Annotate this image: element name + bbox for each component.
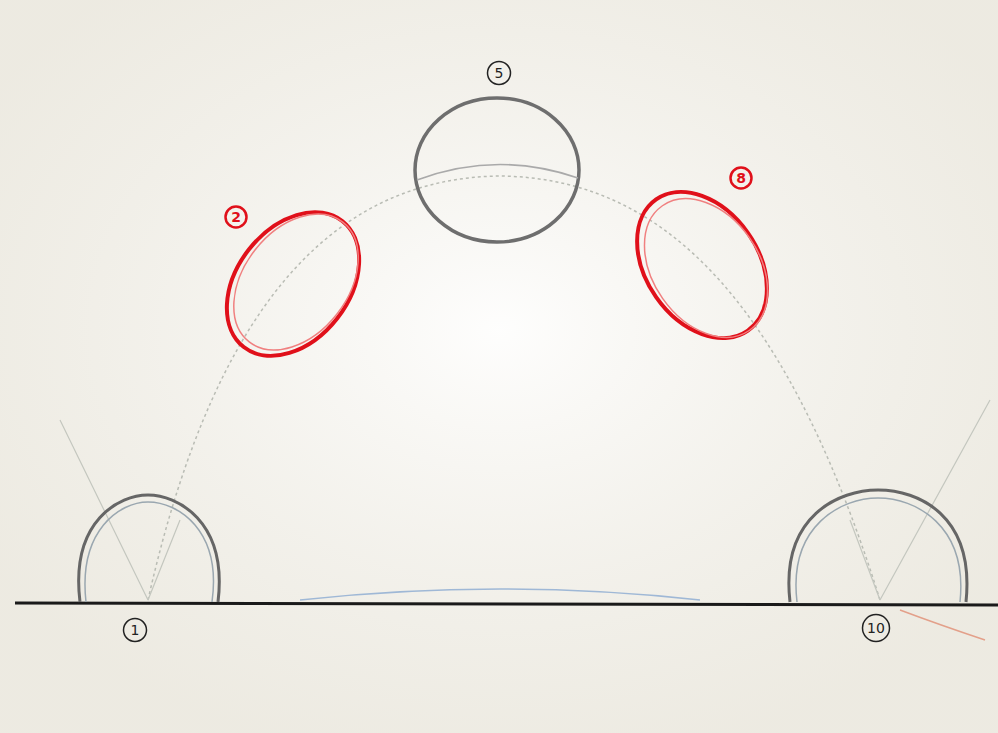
- callout-number: 2: [231, 210, 241, 224]
- callout-number: 8: [736, 171, 746, 185]
- callout-number: 10: [867, 621, 885, 635]
- callout-number: 5: [495, 66, 504, 80]
- ball-guide: [417, 164, 578, 180]
- ball-squash: [85, 502, 213, 602]
- ball-stretch: [619, 175, 793, 360]
- smudge: [900, 610, 985, 640]
- ball-apex: [415, 98, 579, 242]
- callout-circle: 5: [486, 60, 512, 86]
- callout-circle: 2: [223, 204, 249, 230]
- ground-highlight: [300, 589, 700, 600]
- ball-stretch: [208, 190, 384, 374]
- callout-circle: 1: [122, 617, 148, 643]
- ball-squash: [79, 495, 220, 602]
- ball-stretch: [200, 186, 387, 381]
- callout-circle: 10: [861, 613, 891, 643]
- ball-squash: [796, 498, 961, 602]
- ball-stretch: [610, 167, 794, 362]
- ground-line: [15, 603, 998, 605]
- callout-circle: 8: [728, 165, 754, 191]
- ball-squash: [789, 490, 967, 602]
- callout-number: 1: [131, 623, 140, 637]
